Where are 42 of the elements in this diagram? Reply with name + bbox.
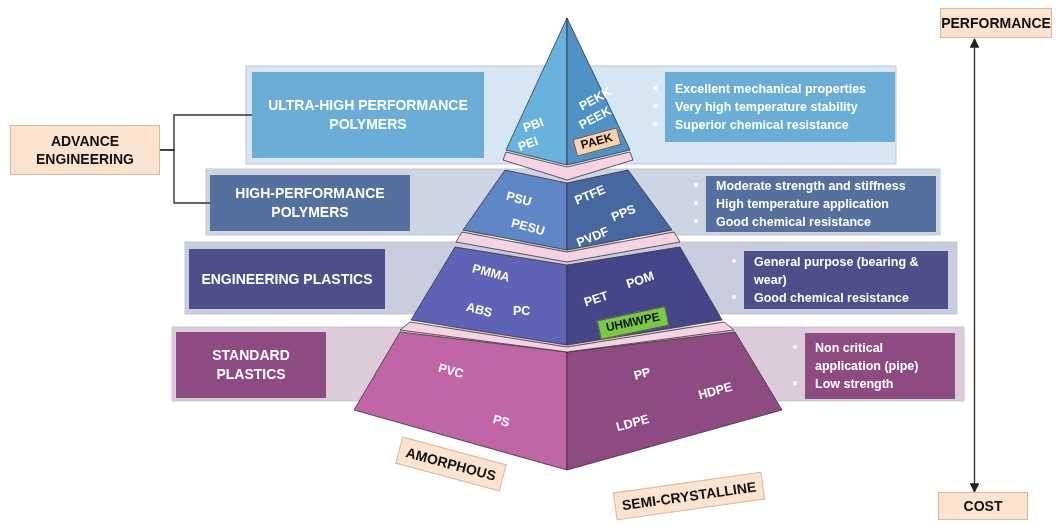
polymer-label: PMMA	[470, 261, 512, 285]
property-text: General purpose (bearing & wear)	[754, 252, 940, 290]
property-text: Superior chemical resistance	[675, 116, 887, 135]
polymer-label: PEI	[516, 134, 540, 154]
property-text: Very high temperature stability	[675, 97, 887, 117]
category-label: ADVANCE ENGINEERING	[10, 125, 160, 175]
pyramid-face	[567, 170, 672, 250]
polymer-label: PP	[632, 365, 653, 383]
property-text: High temperature application	[716, 194, 928, 214]
polymer-label: PVC	[436, 360, 466, 382]
polymer-label: PC	[513, 304, 531, 318]
polymer-label: PS	[491, 412, 512, 430]
polymer-label: PSU	[504, 188, 534, 210]
polymer-label: ABS	[464, 299, 494, 321]
polymer-label: PVDF	[574, 224, 611, 250]
polymer-label: PESU	[509, 215, 547, 239]
separator-band	[503, 152, 633, 180]
category-label: PERFORMANCE	[940, 8, 1052, 38]
tier-label-box: ULTRA-HIGH PERFORMANCE POLYMERS	[252, 72, 484, 158]
connector-line	[159, 149, 211, 204]
pyramid-face	[567, 332, 782, 470]
property-text: Non critical application (pipe)	[815, 338, 947, 376]
pyramid-face	[506, 18, 567, 165]
tier-label-box: ENGINEERING PLASTICS	[189, 249, 385, 309]
polymer-label: LDPE	[614, 411, 651, 435]
property-text: Good chemical resistance	[754, 289, 940, 308]
polymer-label: PTFE	[572, 182, 608, 208]
polymer-label: PPS	[609, 201, 638, 225]
pyramid-face	[411, 247, 567, 345]
category-label: COST	[938, 492, 1028, 520]
tier-label-box: STANDARD PLASTICS	[176, 332, 326, 398]
property-text: Moderate strength and stiffness	[716, 176, 928, 195]
arrow	[969, 38, 980, 493]
property-text: Low strength	[815, 375, 947, 394]
pyramid-face	[463, 170, 567, 250]
polymer-label: PBI	[521, 114, 546, 136]
property-text: Good chemical resistance	[716, 213, 928, 232]
property-text: Excellent mechanical properties	[675, 79, 887, 98]
pyramid-face	[567, 18, 630, 165]
polymer-label: POM	[624, 268, 656, 292]
polymer-label: HDPE	[696, 379, 734, 403]
tier-label-box: HIGH-PERFORMANCE POLYMERS	[210, 175, 410, 231]
